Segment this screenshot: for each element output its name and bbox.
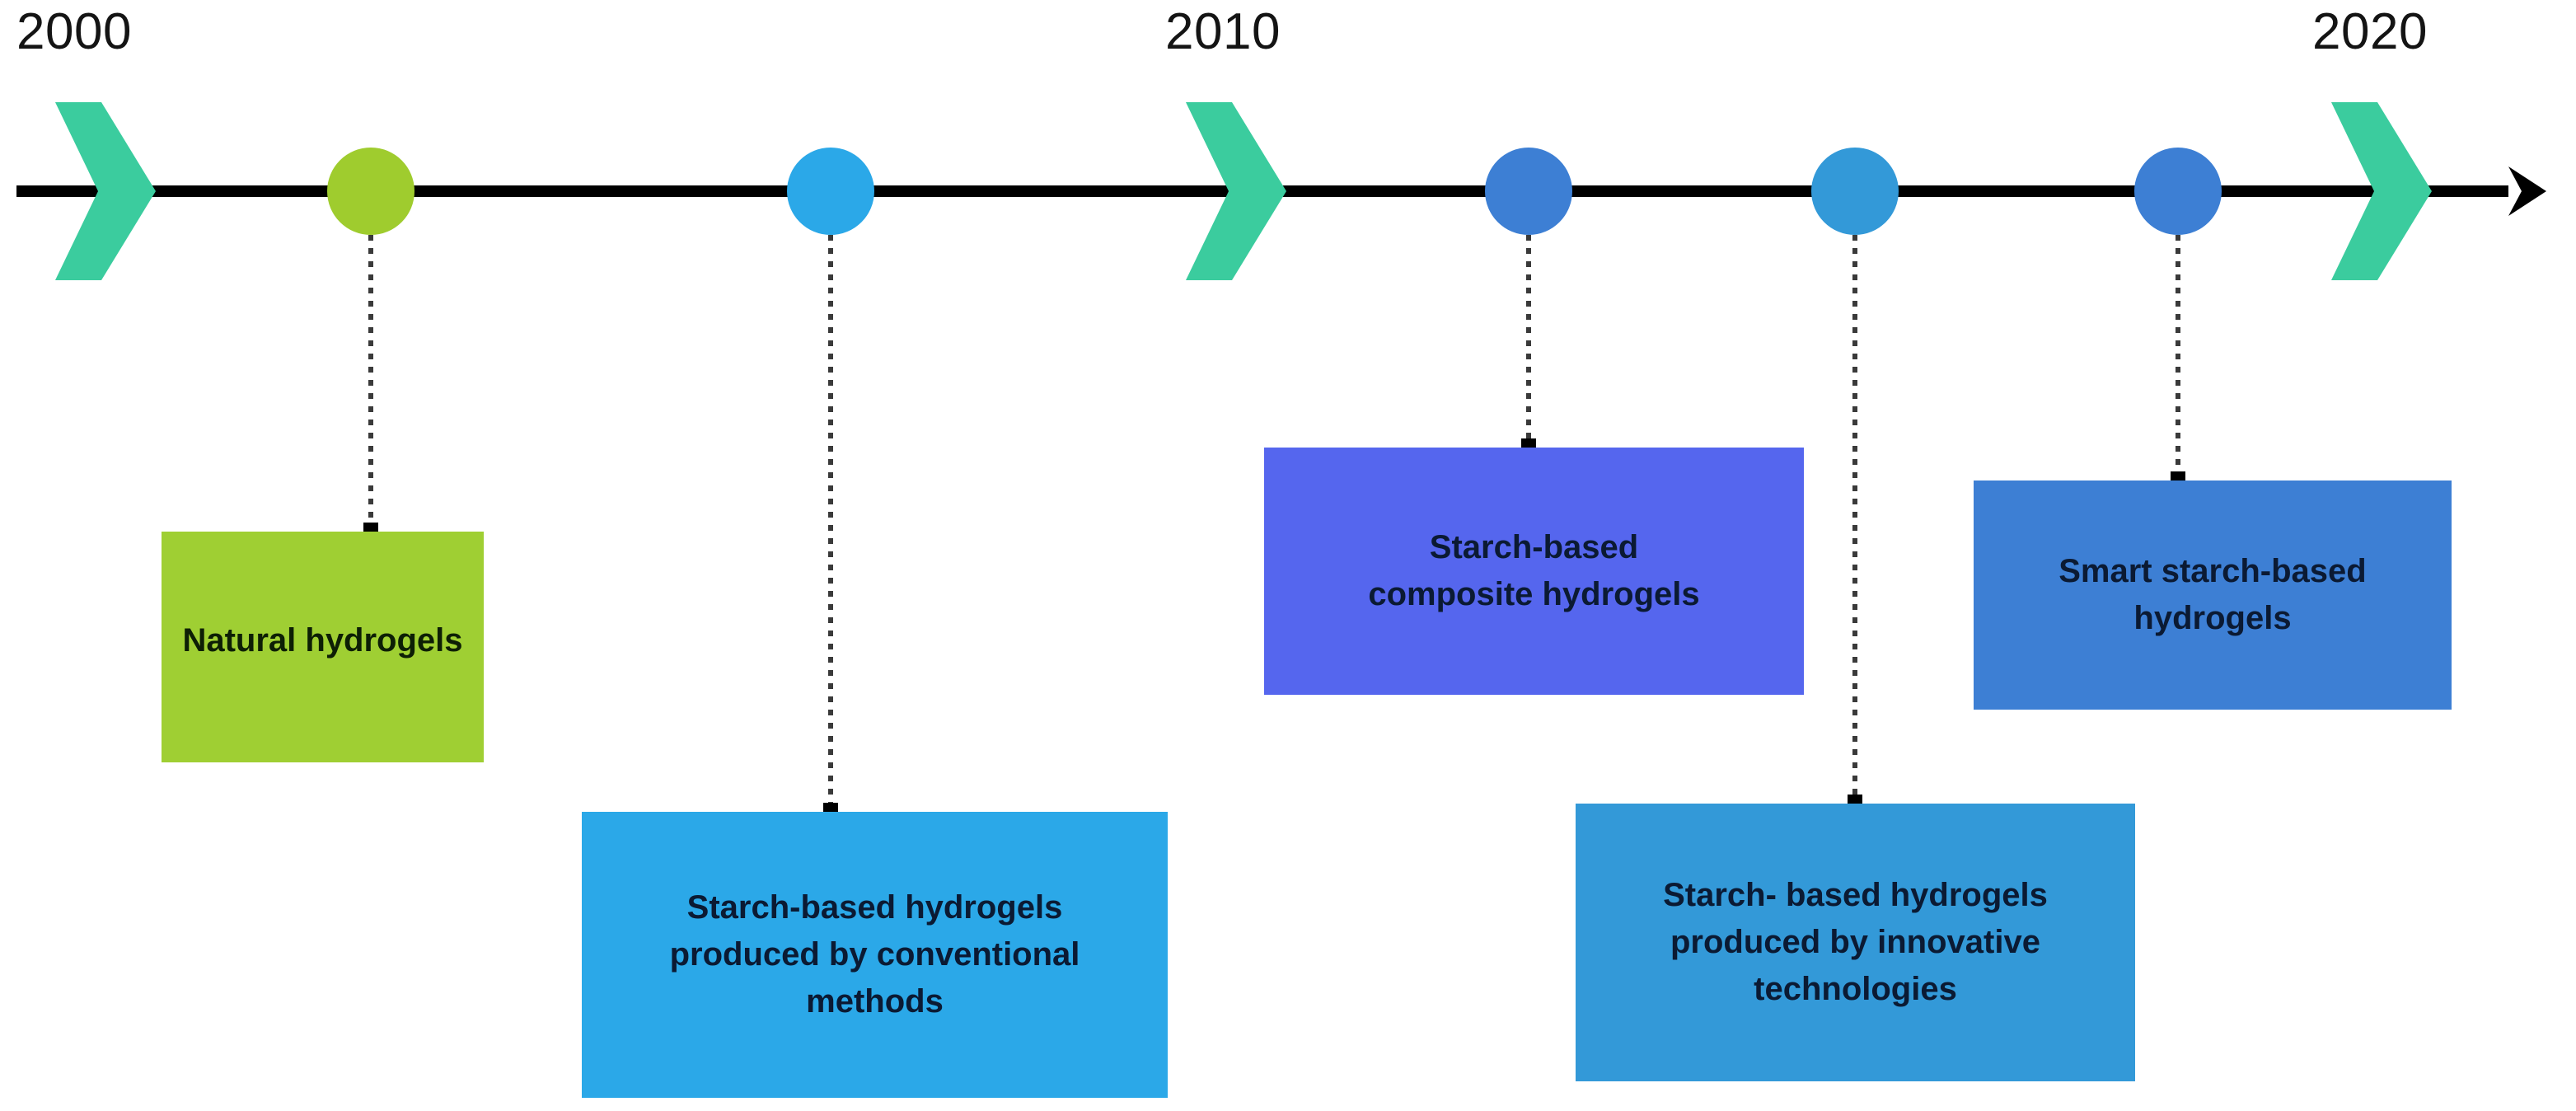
box-innovative-technologies[interactable]: Starch- based hydrogels produced by inno… [1576,804,2135,1081]
node-smart-hydrogels[interactable] [2134,148,2222,235]
node-layer [327,148,2222,235]
year-2010: 2010 [1165,3,1281,60]
connector-conventional-methods-endpoint-marker [823,803,838,814]
box-smart-hydrogels[interactable]: Smart starch-based hydrogels [1974,480,2452,710]
node-innovative-technologies[interactable] [1811,148,1899,235]
chevron-2010-icon [1186,102,1286,280]
node-composite-hydrogels[interactable] [1485,148,1572,235]
timeline-arrowhead-icon [2508,166,2546,216]
box-natural-hydrogels-label: Natural hydrogels [182,622,463,659]
box-conventional-methods-label: Starch-based hydrogels produced by conve… [669,889,1080,1020]
box-smart-hydrogels-label: Smart starch-based hydrogels [2058,553,2367,636]
connector-layer [363,235,2185,814]
node-conventional-methods[interactable] [787,148,874,235]
node-natural-hydrogels[interactable] [327,148,415,235]
connector-composite-hydrogels-endpoint-marker [1521,438,1536,450]
connector-smart-hydrogels-endpoint-marker [2171,471,2185,483]
connector-innovative-technologies-endpoint-marker [1848,795,1862,806]
box-composite-hydrogels[interactable]: Starch-based composite hydrogels [1264,448,1804,695]
chevron-layer [55,102,2432,280]
connector-natural-hydrogels-endpoint-marker [363,523,378,534]
year-2000: 2000 [16,3,132,60]
chevron-2000-icon [55,102,156,280]
chevron-2020-icon [2331,102,2432,280]
box-composite-hydrogels-label: Starch-based composite hydrogels [1368,529,1700,612]
year-2020: 2020 [2312,3,2428,60]
box-conventional-methods[interactable]: Starch-based hydrogels produced by conve… [582,812,1168,1098]
box-natural-hydrogels[interactable]: Natural hydrogels [162,532,484,762]
box-innovative-technologies-label: Starch- based hydrogels produced by inno… [1663,877,2048,1007]
